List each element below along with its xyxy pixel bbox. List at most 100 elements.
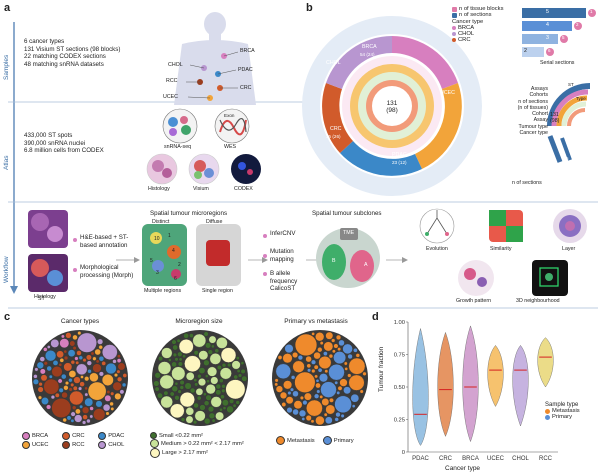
site-label-ucec: UCEC (163, 94, 179, 100)
microregion-bubble (36, 361, 44, 369)
microregion-bubble (81, 406, 90, 414)
violin-shape (412, 328, 429, 446)
microregion-bubble (207, 366, 218, 377)
legend-label: PDAC (108, 433, 125, 439)
workflow-figure (28, 208, 587, 296)
microregion-bubble (74, 356, 79, 361)
microregion-bubble (319, 373, 329, 383)
microregion-bubble (171, 366, 186, 381)
microregion-bubble (199, 404, 206, 411)
baf-text: B allele frequency CalicoST (270, 270, 298, 293)
x-tick-label: CRC (439, 456, 453, 462)
serial-sections-title: Serial sections (540, 60, 575, 66)
microregion-bubble (58, 363, 63, 367)
microregion-bubble (334, 417, 339, 422)
microregion-bubble (290, 387, 295, 392)
microregion-bubble (235, 400, 240, 405)
microregion-bubble (311, 359, 317, 365)
microregion-bubble (331, 338, 336, 343)
microregion-bubble (58, 387, 64, 393)
infercnv-text: InferCNV (270, 230, 296, 237)
microregion-bubble (216, 365, 222, 371)
region-num: 3 (156, 270, 159, 276)
microregion-bubble (95, 359, 100, 364)
sections-swatch-icon (452, 12, 457, 18)
microregion-bubble (38, 382, 43, 387)
microregion-bubble (317, 367, 323, 373)
microregion-bubble (86, 354, 92, 361)
sunburst-key-labels: Assays Cohorts n of sections (n of tissu… (496, 86, 548, 136)
growth-pattern-thumbnail (458, 260, 494, 296)
microregion-bubble (211, 344, 215, 349)
microregion-bubble (174, 381, 179, 386)
microregion-bubble (306, 399, 323, 417)
thumb-label-histology: Histology (148, 186, 170, 192)
legend-label: Large > 2.17 mm² (162, 450, 208, 456)
microregion-bubble (39, 368, 46, 375)
microregion-bubble (203, 392, 207, 396)
microregion-bubble (275, 363, 291, 379)
microregion-bubble (297, 355, 304, 361)
microregion-bubble (203, 417, 211, 425)
microregion-bubble (194, 410, 206, 422)
microregion-bubble (121, 382, 127, 388)
microregion-bubble (67, 349, 76, 358)
microregion-bubble (315, 379, 320, 383)
ring-count: 35 (26) (326, 134, 341, 139)
region-num: 1 (168, 233, 171, 239)
microregion-bubble (274, 378, 279, 383)
microregion-bubble (310, 419, 315, 424)
subclones-title: Spatial tumour subclones (312, 210, 382, 217)
legend-item: Primary (322, 436, 354, 445)
microregion-bubble (214, 348, 220, 354)
legend-item: Small <0.22 mm² (150, 432, 270, 439)
microregion-bubble (33, 374, 38, 379)
brca-dot-icon (22, 432, 30, 440)
microregion-bubble (314, 393, 320, 399)
microregion-bubble (159, 374, 174, 390)
cancer-type-legend: BRCA CRC PDAC UCEC RCC CHOL (22, 432, 132, 449)
microregion-bubble (92, 363, 102, 373)
ring-label-pdac: PDAC (392, 152, 407, 158)
microregion-bubble (72, 405, 77, 410)
microregion-bubble (232, 403, 237, 408)
legend-brca-label: BRCA (458, 25, 475, 31)
microregion-bubble (76, 332, 97, 353)
key-line-cancer-type: Cancer type (519, 130, 548, 137)
microregion-bubble (293, 400, 303, 410)
microregion-bubble (54, 392, 60, 398)
serial-sections-bars (522, 8, 596, 57)
ring-label-ucec: UCEC (440, 90, 456, 96)
microregion-bubble (180, 417, 186, 422)
violin-shape (462, 325, 479, 443)
microregion-bubble (311, 332, 315, 336)
legend-label: CRC (72, 433, 85, 439)
legend-item: CRC (62, 432, 92, 440)
microregion-bubble (75, 408, 81, 415)
microregion-bubble (343, 361, 348, 366)
microregion-bubble (323, 412, 328, 417)
microregion-bubble (84, 397, 94, 407)
microregion-bubble (43, 378, 60, 395)
microregion-bubble (39, 356, 45, 362)
microregion-bubble (277, 355, 283, 360)
legend-item: PDAC (98, 432, 132, 440)
serial-bar-count: 5 (562, 35, 565, 40)
legend-label: UCEC (32, 442, 49, 448)
microregion-bubble (351, 404, 356, 408)
metastasis-dot-icon (276, 436, 285, 445)
y-tick-label: 0.75 (394, 353, 405, 359)
microregion-bubble (236, 369, 241, 373)
key-center-total: 131 (550, 112, 559, 118)
x-tick-label: CHOL (512, 456, 529, 462)
microregion-bubble (109, 401, 114, 407)
microregion-bubble (57, 378, 63, 384)
microregion-bubble (63, 355, 69, 361)
single-region-label: Single region (202, 288, 233, 294)
microregion-bubble (279, 391, 288, 400)
microregion-bubble (171, 361, 177, 368)
microregion-bubble (233, 374, 238, 380)
blocks-swatch-icon (452, 6, 457, 12)
microregion-bubble (307, 368, 312, 373)
codex-thumbnail (231, 154, 261, 184)
